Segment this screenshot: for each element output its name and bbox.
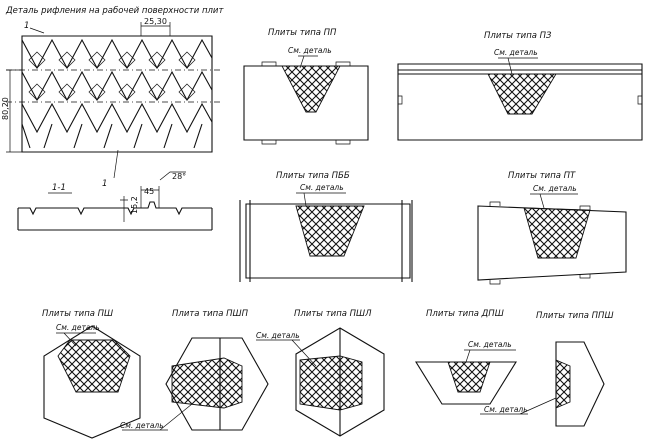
plate-dpsh-note: См. деталь: [468, 340, 512, 349]
plate-psh-mesh: [57, 339, 131, 393]
detail-mark-arrow: [29, 27, 45, 34]
plate-dpsh-leader: [464, 349, 516, 363]
ribbing-detail: Деталь рифления на рабочей поверхности п…: [1, 6, 224, 189]
zigzag-row-2: [21, 70, 213, 102]
plate-pp-mesh: [281, 65, 341, 113]
section-dim-b: 45: [144, 187, 154, 196]
plate-pt: Плиты типа ПТ См. деталь: [477, 171, 627, 285]
dim-side-value: 80,20: [1, 97, 10, 120]
plate-ppsh-note: См. деталь: [484, 405, 528, 414]
section-title: 1-1: [52, 183, 66, 193]
plate-pz-title: Плиты типа ПЗ: [484, 31, 552, 41]
section-1-1: 1-1 45 28° 15,2: [17, 171, 213, 231]
plate-pp-title: Плиты типа ПП: [268, 28, 337, 38]
dim-top-value: 25,30: [144, 17, 167, 26]
plate-psh: Плиты типа ПШ См. деталь: [42, 309, 141, 439]
plate-pz-rails: [398, 69, 642, 75]
section-dim-a-lines: [120, 196, 128, 222]
section-dim-b-lines: [140, 186, 160, 208]
plate-ppsh: Плиты типа ППШ См. деталь: [480, 311, 614, 427]
plate-psh-outline: [43, 325, 141, 439]
section-mark-1: 1: [102, 179, 107, 189]
section-dim-a: 15,2: [130, 196, 139, 214]
detail-title: Деталь рифления на рабочей поверхности п…: [5, 6, 224, 16]
plate-pshl-mesh: [299, 355, 363, 411]
plate-pbb-mesh: [295, 205, 365, 257]
plate-pshl-leader: [256, 339, 317, 367]
plate-pshl-title: Плиты типа ПШЛ: [294, 309, 372, 319]
plate-pp: Плиты типа ПП См. деталь: [243, 28, 369, 145]
diamonds-row-1: [28, 51, 196, 69]
plate-pbb-end-rails: [239, 200, 413, 282]
detail-frame: [21, 35, 213, 153]
plate-pt-note: См. деталь: [533, 184, 577, 193]
plate-pt-title: Плиты типа ПТ: [508, 171, 576, 181]
plate-pbb: Плиты типа ПББ См. деталь: [239, 171, 413, 282]
plate-pz-note: См. деталь: [494, 48, 538, 57]
detail-centre-lines: [6, 69, 222, 103]
plate-psh-leader: [56, 332, 96, 347]
plate-pz-outline: [397, 63, 643, 141]
plate-pshp-note: См. деталь: [120, 421, 164, 430]
plate-pz: Плиты типа ПЗ См. деталь: [397, 31, 643, 141]
plate-pp-lugs: [261, 61, 351, 145]
detail-mark-1: 1: [24, 21, 29, 31]
plate-ppsh-outline: [555, 341, 605, 427]
plate-pshp-mesh: [171, 357, 243, 409]
plate-ppsh-title: Плиты типа ППШ: [536, 311, 614, 321]
plate-pt-mesh: [523, 207, 591, 259]
plate-pshl-note: См. деталь: [256, 331, 300, 340]
plate-dpsh: Плиты типа ДПШ См. деталь: [415, 309, 517, 405]
zigzag-row-1: [21, 38, 213, 70]
plate-ppsh-leader: [480, 397, 557, 415]
section-profile-top: [18, 201, 212, 216]
plate-pt-leader: [530, 193, 578, 209]
zigzag-row-4: [21, 123, 203, 149]
plate-pbb-note: См. деталь: [300, 183, 344, 192]
plate-ppsh-mesh: [555, 359, 571, 409]
plate-pshp-outline: [165, 337, 269, 431]
plate-pz-mesh: [487, 73, 557, 115]
plate-psh-title: Плиты типа ПШ: [42, 309, 113, 319]
plate-pshp-leader: [122, 403, 193, 431]
plate-pshp-title: Плита типа ПШП: [172, 309, 249, 319]
plate-psh-note: См. деталь: [56, 323, 100, 332]
plate-pbb-outline: [245, 203, 411, 279]
section-angle-leader: [159, 171, 186, 181]
plate-pp-leader: [298, 55, 318, 69]
section-angle: 28°: [172, 172, 186, 181]
section-profile-body: [17, 208, 213, 231]
plate-pt-lugs: [489, 201, 591, 285]
dim-side-lines: [6, 69, 22, 153]
dim-top-lines: [140, 22, 171, 36]
plate-pbb-leader: [296, 192, 346, 207]
plate-dpsh-mesh: [447, 361, 491, 393]
diamonds-row-2: [28, 83, 196, 101]
zigzag-row-3: [21, 102, 213, 134]
plate-dpsh-title: Плиты типа ДПШ: [426, 309, 504, 319]
plate-pshl: Плиты типа ПШЛ См. деталь: [256, 309, 385, 437]
plate-pshp: Плита типа ПШП См. деталь: [120, 309, 269, 431]
plate-pz-lugs: [398, 95, 642, 105]
section-cut-line: [113, 149, 119, 179]
plate-pz-leader: [498, 57, 538, 75]
plate-pbb-title: Плиты типа ПББ: [276, 171, 350, 181]
plate-pp-note: См. деталь: [288, 46, 332, 55]
